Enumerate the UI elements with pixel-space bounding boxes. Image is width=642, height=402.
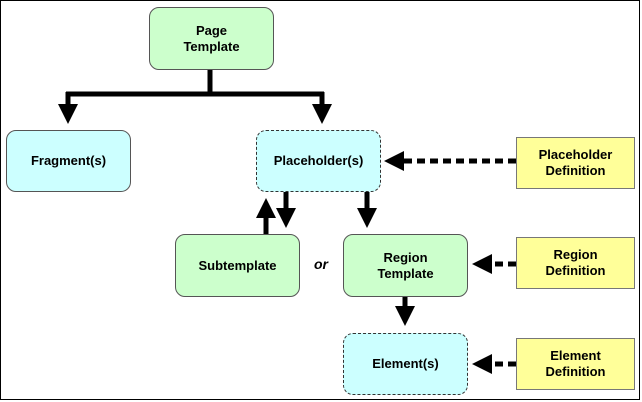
page-template-node: Page Template bbox=[149, 7, 274, 70]
element-definition-label: Element Definition bbox=[545, 348, 606, 379]
elements-label: Element(s) bbox=[372, 356, 439, 371]
elements-node: Element(s) bbox=[343, 333, 468, 395]
fragments-node: Fragment(s) bbox=[6, 130, 131, 192]
fragments-label: Fragment(s) bbox=[30, 153, 107, 168]
placeholders-node: Placeholder(s) bbox=[256, 130, 381, 192]
region-definition-node: Region Definition bbox=[516, 237, 635, 289]
placeholder-definition-node: Placeholder Definition bbox=[516, 137, 635, 189]
page-template-label: Page Template bbox=[183, 22, 240, 54]
element-definition-node: Element Definition bbox=[516, 338, 635, 390]
or-label: or bbox=[314, 256, 328, 272]
placeholders-label: Placeholder(s) bbox=[273, 153, 364, 168]
placeholder-definition-label: Placeholder Definition bbox=[538, 147, 613, 178]
subtemplate-label: Subtemplate bbox=[198, 257, 277, 273]
subtemplate-node: Subtemplate bbox=[175, 234, 300, 297]
region-template-node: Region Template bbox=[343, 234, 468, 297]
region-template-label: Region Template bbox=[377, 249, 434, 281]
region-definition-label: Region Definition bbox=[545, 247, 606, 278]
